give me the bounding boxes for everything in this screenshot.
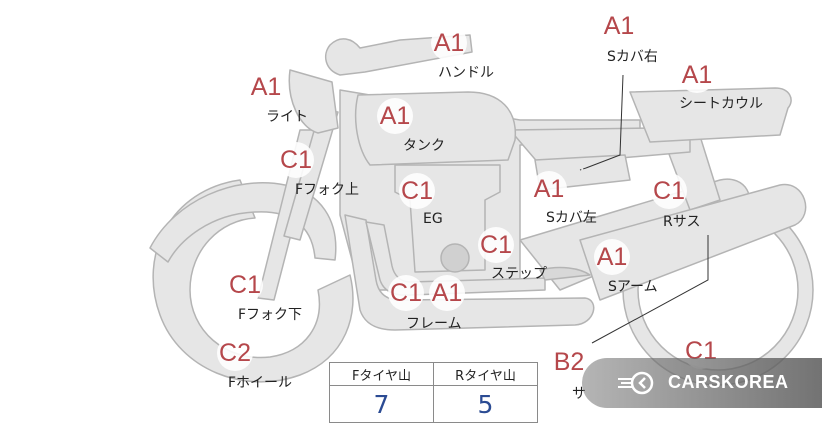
grade-badge-muffler: B2 xyxy=(551,344,587,380)
muffler-shape xyxy=(579,183,807,301)
grade-badge-eg: C1 xyxy=(399,173,435,209)
part-label-r-sus: Rサス xyxy=(663,214,701,230)
leader-line-s-cover-right xyxy=(585,74,624,169)
part-label-f-fork-lower: Fフォク下 xyxy=(238,307,303,323)
part-label-frame: フレーム xyxy=(406,316,462,332)
grade-badge-s-cover-right: A1 xyxy=(601,8,637,44)
grade-badge-s-cover-left: A1 xyxy=(531,171,567,207)
seat-cowl-shape xyxy=(629,87,792,143)
engine-case-shape xyxy=(440,243,470,273)
leader-line-r-sus xyxy=(591,235,709,344)
grade-badge-frame: A1 xyxy=(429,275,465,311)
part-label-s-cover-right: Sカバ右 xyxy=(607,49,658,65)
front-tread-value: 7 xyxy=(329,385,434,423)
part-label-s-cover-left: Sカバ左 xyxy=(546,210,597,226)
carskorea-logo-icon xyxy=(618,371,654,395)
grade-badge-tank: A1 xyxy=(377,98,413,134)
headlight-shape xyxy=(288,69,339,134)
grade-badge-f-wheel: C2 xyxy=(217,335,253,371)
part-label-eg: EG xyxy=(423,211,443,227)
grade-badge-light: A1 xyxy=(248,69,284,105)
grade-badge-seat-cowl: A1 xyxy=(679,57,715,93)
grade-badge-r-sus: C1 xyxy=(651,173,687,209)
watermark-text: CARSKOREA xyxy=(668,372,789,392)
grade-badge-f-fork-lower: C1 xyxy=(227,267,263,303)
grade-badge-handle: A1 xyxy=(431,25,467,61)
rear-tread-header: Rタイヤ山 xyxy=(433,362,538,386)
part-label-f-fork-upper: Fフォク上 xyxy=(295,182,360,198)
part-label-light: ライト xyxy=(266,109,308,125)
rear-tread-value: 5 xyxy=(433,385,538,423)
tire-tread-table: Fタイヤ山 Rタイヤ山 7 5 xyxy=(329,362,538,423)
grade-badge-f-fork-upper: C1 xyxy=(278,142,314,178)
part-label-f-wheel: Fホイール xyxy=(228,375,293,391)
part-label-seat-cowl: シートカウル xyxy=(679,96,763,112)
grade-badge-frame-c: C1 xyxy=(388,275,424,311)
grade-badge-s-arm: A1 xyxy=(594,239,630,275)
front-tread-header: Fタイヤ山 xyxy=(329,362,434,386)
part-label-s-arm: Sアーム xyxy=(608,279,658,295)
front-wheel-shape xyxy=(152,179,354,383)
part-label-step: ステップ xyxy=(491,266,547,282)
part-label-handle: ハンドル xyxy=(438,65,494,81)
grade-badge-step: C1 xyxy=(478,227,514,263)
carskorea-watermark: CARSKOREA xyxy=(582,358,822,408)
part-label-tank: タンク xyxy=(403,138,445,154)
